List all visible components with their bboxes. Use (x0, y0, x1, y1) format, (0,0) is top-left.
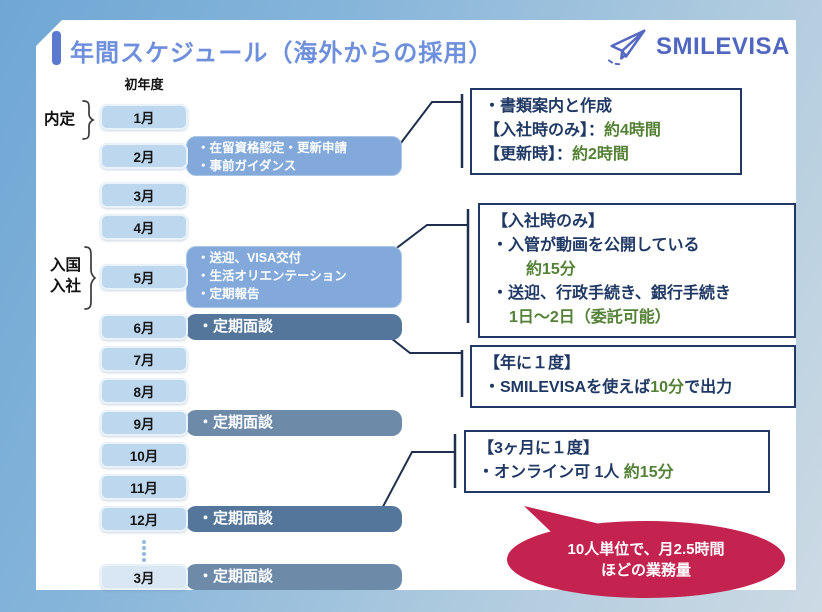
month-box: 8月 (100, 378, 188, 404)
activity-label: ・定期報告 (197, 287, 260, 301)
month-box: 3月 (100, 564, 188, 590)
phase-label-nyukoku-nyusha: 入国入社 (50, 256, 81, 298)
gap-dot (142, 546, 146, 550)
callout-text: 1日〜2日（委託可能） (509, 309, 671, 326)
gap-dot (142, 558, 146, 562)
page-title: 年間スケジュール（海外からの採用） (70, 40, 494, 67)
activity-label: ・在留資格認定・更新申請 (197, 141, 348, 155)
callout-text: 約4時間 (604, 122, 661, 139)
timeline-row: 4月 (100, 214, 520, 240)
activity-bar: ・定期面談 (186, 314, 402, 340)
workload-bubble: 10人単位で、月2.5時間 ほどの業務量 (507, 521, 785, 598)
brand-name: SMILEVISA (656, 33, 790, 60)
activity-bar: ・送迎、VISA交付・生活オリエンテーション・定期報告 (186, 246, 402, 308)
callout-line: 【3ヶ月に１度】 (478, 437, 758, 461)
callout-line: ・入管が動画を公開している (492, 234, 784, 258)
callout-text: ・SMILEVISAを使えば (484, 379, 651, 396)
timeline-row: 3月 (100, 182, 520, 208)
year-label: 初年度 (124, 77, 164, 92)
timeline-row: ・定期面談 9月 (100, 410, 520, 436)
activity-bar: ・定期面談 (186, 410, 402, 436)
callout-line: 【入社時のみ】 (492, 210, 784, 234)
timeline-row: ・定期面談 12月 (100, 506, 520, 532)
activity-bar: ・在留資格認定・更新申請・事前ガイダンス (186, 136, 402, 176)
activity-label: ・定期面談 (198, 510, 274, 527)
timeline-row: 10月 (100, 442, 520, 468)
activity-label: ・定期面談 (198, 318, 274, 335)
callout-text: ・書類案内と作成 (484, 98, 613, 115)
callout-text: で出力 (684, 379, 733, 396)
callout-text: 【3ヶ月に１度】 (478, 440, 599, 457)
activity-label: ・生活オリエンテーション (197, 269, 347, 283)
activity-bar: ・定期面談 (186, 564, 402, 590)
month-box: 6月 (100, 314, 188, 340)
bubble-text: 10人単位で、月2.5時間 (567, 540, 725, 558)
month-box: 7月 (100, 346, 188, 372)
timeline-row: 7月 (100, 346, 520, 372)
callout-line: ・オンライン可 1人 約15分 (478, 461, 758, 485)
callout-line: 1日〜2日（委託可能） (492, 306, 784, 330)
activity-label: ・送迎、VISA交付 (197, 251, 302, 265)
callout-text: 【年に１度】 (484, 355, 581, 372)
callout-text: 【入社時のみ】： (484, 122, 605, 139)
month-box: 5月 (100, 264, 188, 290)
month-box: 4月 (100, 214, 188, 240)
month-box: 12月 (100, 506, 188, 532)
brand-logo: SMILEVISA (604, 26, 790, 68)
callout-line: 【更新時】：約2時間 (484, 143, 730, 167)
callout-line: 【入社時のみ】：約4時間 (484, 119, 730, 143)
callout-text: ・入管が動画を公開している (492, 237, 700, 254)
month-box: 11月 (100, 474, 188, 500)
phase-text: 入社 (50, 277, 82, 295)
month-box: 3月 (100, 182, 188, 208)
gap-dot (142, 552, 146, 556)
timeline-row: ・定期面談 3月 (100, 564, 520, 590)
phase-text: 内定 (44, 111, 76, 128)
callout-quarterly-interview: 【3ヶ月に１度】・オンライン可 1人 約15分 (464, 430, 770, 493)
callout-documents: ・書類案内と作成【入社時のみ】：約4時間【更新時】：約2時間 (470, 88, 742, 175)
callout-text: ・オンライン可 1人 (478, 464, 624, 481)
callout-line: 約15分 (492, 258, 784, 282)
callout-text: 約15分 (623, 464, 674, 481)
gap-dot (142, 540, 146, 544)
activity-bar: ・定期面談 (186, 506, 402, 532)
timeline-gap-dots (100, 538, 520, 562)
month-box: 2月 (100, 143, 188, 169)
paper-plane-icon (607, 29, 646, 66)
title-accent-bar (52, 31, 61, 65)
activity-label: ・事前ガイダンス (197, 159, 297, 173)
callout-text: 【入社時のみ】 (492, 213, 605, 230)
callout-line: 【年に１度】 (484, 352, 784, 376)
phase-label-naitei: 内定 (44, 110, 75, 131)
activity-label: ・定期面談 (198, 568, 274, 585)
callout-line: ・送迎、行政手続き、銀行手続き (492, 282, 784, 306)
phase-text: 入国 (50, 257, 82, 274)
callout-text: 【更新時】： (484, 146, 573, 163)
month-box: 10月 (100, 442, 188, 468)
timeline-row: 8月 (100, 378, 520, 404)
brace-icon (84, 246, 97, 310)
callout-text: ・送迎、行政手続き、銀行手続き (492, 285, 731, 302)
activity-label: ・定期面談 (198, 414, 274, 431)
callout-text: 10分 (650, 379, 685, 396)
callout-line: ・SMILEVISAを使えば10分で出力 (484, 376, 784, 400)
timeline-row: 11月 (100, 474, 520, 500)
timeline-row: 1月 (100, 104, 520, 130)
month-box: 1月 (100, 104, 188, 130)
timeline-row: ・定期面談 6月 (100, 314, 520, 340)
month-box: 9月 (100, 410, 188, 436)
bubble-text: ほどの業務量 (600, 561, 691, 579)
callout-entry-tasks: 【入社時のみ】・入管が動画を公開している約15分・送迎、行政手続き、銀行手続き 1… (478, 203, 796, 338)
callout-yearly-report: 【年に１度】・SMILEVISAを使えば10分で出力 (470, 345, 796, 408)
callout-line: ・書類案内と作成 (484, 95, 730, 119)
brace-icon (82, 100, 95, 140)
callout-text: 約2時間 (572, 146, 629, 163)
callout-text: 約15分 (526, 261, 576, 278)
